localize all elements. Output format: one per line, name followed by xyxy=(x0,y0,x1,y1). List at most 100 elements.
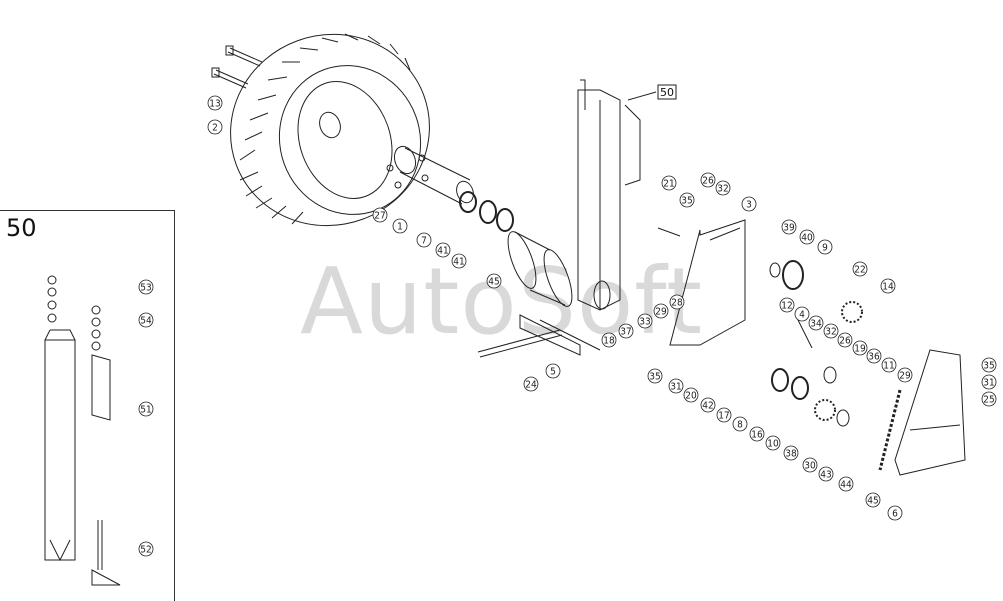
part-callout: 2 xyxy=(207,119,223,135)
callout-circle xyxy=(981,391,997,407)
callout-circle xyxy=(817,239,833,255)
sprocket-drawing xyxy=(814,399,836,421)
callout-circle xyxy=(679,192,695,208)
callout-number: 43 xyxy=(820,470,831,481)
callout-number: 35 xyxy=(983,361,994,372)
part-callout: 31 xyxy=(981,374,997,390)
callout-circle xyxy=(661,175,677,191)
callout-circle xyxy=(683,387,699,403)
callout-circle xyxy=(637,313,653,329)
callout-number: 24 xyxy=(525,380,537,391)
callout-number: 22 xyxy=(854,265,865,276)
callout-number: 44 xyxy=(840,480,852,491)
part-callout: 22 xyxy=(852,261,868,277)
callout-circle xyxy=(372,207,388,223)
callout-circle xyxy=(545,363,561,379)
assembly-ref-label: 50 xyxy=(660,86,674,99)
callout-layer: 1322717414145245183733292821352632339409… xyxy=(138,95,997,557)
callout-number: 21 xyxy=(663,179,674,190)
callout-circle xyxy=(523,376,539,392)
callout-circle xyxy=(865,492,881,508)
callout-circle xyxy=(981,374,997,390)
part-callout: 26 xyxy=(700,172,716,188)
part-callout: 26 xyxy=(837,332,853,348)
callout-circle xyxy=(808,315,824,331)
callout-number: 1 xyxy=(397,222,403,233)
inset-assembly-drawing xyxy=(44,275,121,586)
part-callout: 42 xyxy=(700,397,716,413)
part-callout: 54 xyxy=(138,312,154,328)
part-callout: 1 xyxy=(392,218,408,234)
part-callout: 18 xyxy=(601,332,617,348)
callout-circle xyxy=(881,357,897,373)
callout-circle xyxy=(669,294,685,310)
part-callout: 44 xyxy=(838,476,854,492)
part-callout: 32 xyxy=(823,323,839,339)
part-callout: 36 xyxy=(866,348,882,364)
part-callout: 41 xyxy=(435,242,451,258)
callout-number: 19 xyxy=(854,344,866,355)
part-callout: 45 xyxy=(486,273,502,289)
callout-number: 11 xyxy=(883,361,894,372)
callout-number: 33 xyxy=(639,317,650,328)
callout-circle xyxy=(700,397,716,413)
callout-number: 40 xyxy=(801,233,813,244)
part-callout: 35 xyxy=(647,368,663,384)
callout-number: 52 xyxy=(140,545,151,556)
inset-frame xyxy=(0,210,175,601)
part-callout: 41 xyxy=(451,253,467,269)
callout-number: 16 xyxy=(751,430,763,441)
part-callout: 20 xyxy=(683,387,699,403)
callout-circle xyxy=(866,348,882,364)
callout-circle xyxy=(435,242,451,258)
bracket-drawing xyxy=(519,314,601,356)
callout-number: 26 xyxy=(839,336,851,347)
callout-number: 10 xyxy=(767,439,779,450)
callout-number: 45 xyxy=(488,277,499,288)
part-callout: 17 xyxy=(716,407,732,423)
callout-circle xyxy=(138,279,154,295)
callout-number: 8 xyxy=(737,420,743,431)
callout-circle xyxy=(838,476,854,492)
callout-circle xyxy=(716,407,732,423)
chain-drawing xyxy=(878,389,902,471)
bearing-drawing xyxy=(496,208,514,232)
callout-circle xyxy=(392,218,408,234)
callout-number: 42 xyxy=(702,401,713,412)
pin-drawing xyxy=(657,227,813,349)
callout-circle xyxy=(897,367,913,383)
part-callout: 19 xyxy=(852,340,868,356)
callout-circle xyxy=(779,297,795,313)
callout-number: 41 xyxy=(453,257,464,268)
callout-number: 37 xyxy=(620,327,631,338)
part-callout: 24 xyxy=(523,376,539,392)
callout-circle xyxy=(207,95,223,111)
plate-drawing xyxy=(894,349,966,476)
callout-number: 32 xyxy=(717,184,728,195)
callout-circle xyxy=(138,401,154,417)
callout-number: 39 xyxy=(783,223,795,234)
callout-circle xyxy=(981,357,997,373)
part-callout: 25 xyxy=(981,391,997,407)
callout-number: 26 xyxy=(702,176,714,187)
callout-circle xyxy=(700,172,716,188)
part-callout: 38 xyxy=(783,445,799,461)
callout-circle xyxy=(138,541,154,557)
callout-number: 54 xyxy=(140,316,152,327)
callout-circle xyxy=(749,426,765,442)
part-callout: 35 xyxy=(981,357,997,373)
bearing-drawing xyxy=(791,376,809,400)
bushing-drawing xyxy=(823,366,837,384)
part-callout: 28 xyxy=(669,294,685,310)
bearing-drawing xyxy=(479,200,497,224)
callout-number: 17 xyxy=(718,411,729,422)
callout-circle xyxy=(799,229,815,245)
part-callout: 39 xyxy=(781,219,797,235)
bolts-drawing xyxy=(211,45,263,89)
callout-number: 14 xyxy=(882,282,894,293)
callout-circle xyxy=(852,261,868,277)
callout-number: 38 xyxy=(785,449,797,460)
callout-number: 41 xyxy=(437,246,448,257)
part-callout: 29 xyxy=(897,367,913,383)
